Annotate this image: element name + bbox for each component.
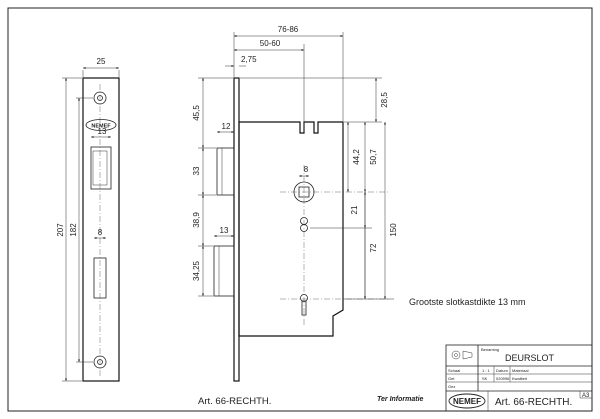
lock-body-view: 76-86 50-60 2,75 28,5 45,5 12 33 38,9 13: [192, 25, 398, 382]
dim-backset-range: 76-86: [278, 25, 299, 34]
gez-label: Gez: [448, 384, 455, 389]
dim-latch-height: 33: [192, 166, 201, 175]
faceplate-outline: [82, 77, 120, 382]
dim-bolt-height: 34,25: [192, 260, 201, 281]
drawing-frame: [7, 7, 593, 412]
kwaliteit-label: Kwaliteit: [512, 376, 528, 381]
dim-faceplate-height: 207: [56, 223, 65, 237]
schaal-label: Schaal: [448, 368, 460, 373]
faceplate-logo-text: NEMEF: [91, 124, 111, 130]
dim-150: 150: [389, 223, 398, 237]
dead-bolt: [213, 245, 235, 297]
projection-symbol-icon: [451, 350, 473, 360]
title-logo: [448, 393, 486, 409]
dim-forend: 2,75: [241, 55, 257, 64]
dim-backset-alt: 50-60: [260, 39, 281, 48]
dim-72: 72: [369, 243, 378, 252]
latch-bolt: [216, 147, 235, 196]
title-logo-text: NEMEF: [453, 397, 481, 406]
benaming-label: Benaming: [481, 347, 499, 352]
dim-latch-depth: 12: [222, 122, 231, 131]
datum-label: Datum: [496, 368, 508, 373]
lock-case-outline: [238, 121, 344, 337]
materiaal-label: Materiaal: [512, 368, 529, 373]
forend-plate: [233, 77, 240, 382]
title-name: DEURSLOT: [505, 353, 555, 363]
dim-latch-top: 45,5: [192, 105, 201, 121]
faceplate-logo: [85, 119, 117, 131]
faceplate-view: NEMEF 25 207 182 13 8: [56, 57, 120, 382]
info-label: Ter Informatie: [377, 396, 424, 403]
dim-21: 21: [350, 205, 359, 214]
latch-opening: [90, 146, 112, 190]
dim-gap: 38,9: [192, 212, 201, 228]
datum-value: 020996: [496, 376, 510, 381]
dim-top-offset: 28,5: [380, 92, 389, 108]
get-value: SK: [482, 376, 488, 381]
title-article: Art. 66-RECHTH.: [495, 397, 572, 408]
dim-faceplate-width: 25: [97, 57, 106, 66]
dim-spindle: 8: [304, 165, 309, 174]
thickness-note: Grootste slotkastdikte 13 mm: [409, 297, 526, 307]
dim-50: 50,7: [369, 149, 378, 165]
title-block: Benaming DEURSLOT Schaal 1 : 1 Datum Mat…: [445, 344, 593, 412]
schaal-value: 1 : 1: [482, 368, 491, 373]
article-label: Art. 66-RECHTH.: [198, 396, 271, 407]
dim-bolt-depth: 13: [220, 226, 229, 235]
sheet-size: A3: [582, 393, 590, 399]
dim-bolt-width: 8: [98, 228, 103, 237]
dim-44: 44,2: [352, 149, 361, 165]
dim-latch-width: 13: [98, 127, 107, 136]
get-label: Get: [448, 376, 455, 381]
dim-hole-spacing: 182: [69, 223, 78, 237]
